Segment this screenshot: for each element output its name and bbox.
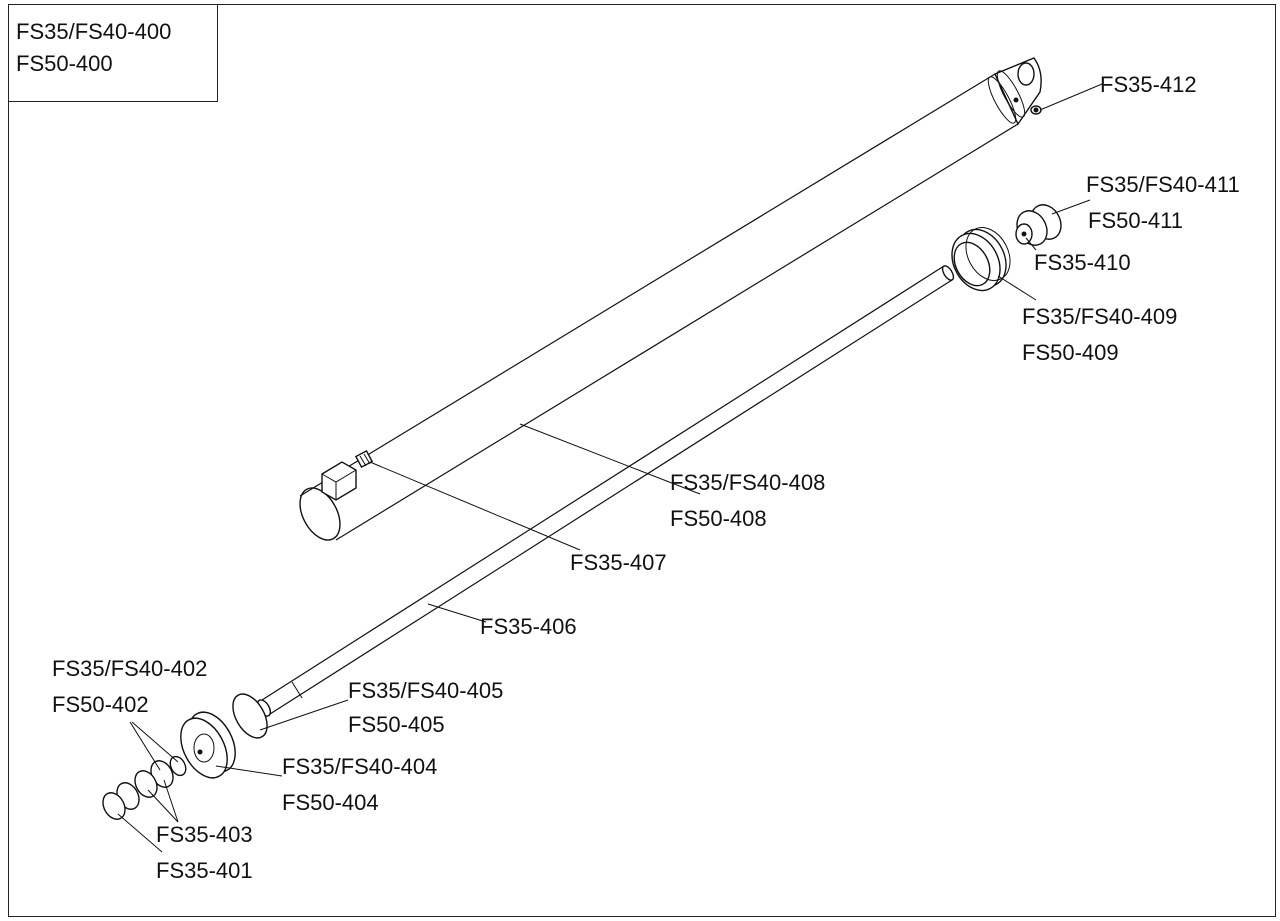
piston-rod — [256, 265, 955, 717]
gland — [180, 711, 236, 779]
piston — [951, 227, 1011, 292]
label-405-b: FS50-405 — [348, 712, 445, 737]
label-408-b: FS50-408 — [670, 506, 767, 531]
title-line-2: FS50-400 — [16, 51, 113, 76]
leader-lines — [117, 83, 1103, 853]
label-404-b: FS50-404 — [282, 790, 379, 815]
label-405-a: FS35/FS40-405 — [348, 678, 503, 703]
label-404-a: FS35/FS40-404 — [282, 754, 437, 779]
label-407: FS35-407 — [570, 550, 667, 575]
o-ring — [232, 693, 268, 739]
label-403: FS35-403 — [156, 822, 253, 847]
screw — [1030, 105, 1042, 115]
end-nut — [1015, 204, 1062, 246]
seal-rings — [102, 755, 187, 820]
label-412: FS35-412 — [1100, 72, 1197, 97]
drawing-frame — [8, 4, 1276, 917]
label-411-a: FS35/FS40-411 — [1086, 172, 1240, 197]
cylinder-barrel — [299, 57, 1042, 541]
label-406: FS35-406 — [480, 614, 577, 639]
label-409-a: FS35/FS40-409 — [1022, 304, 1177, 329]
label-402-b: FS50-402 — [52, 692, 149, 717]
label-409-b: FS50-409 — [1022, 340, 1119, 365]
fitting — [354, 449, 374, 469]
title-block: FS35/FS40-400 FS50-400 — [8, 4, 218, 102]
label-401: FS35-401 — [156, 858, 253, 883]
title-line-1: FS35/FS40-400 — [16, 19, 172, 44]
label-410: FS35-410 — [1034, 250, 1131, 275]
label-408-a: FS35/FS40-408 — [670, 470, 825, 495]
label-402-a: FS35/FS40-402 — [52, 656, 207, 681]
label-411-b: FS50-411 — [1088, 208, 1183, 233]
